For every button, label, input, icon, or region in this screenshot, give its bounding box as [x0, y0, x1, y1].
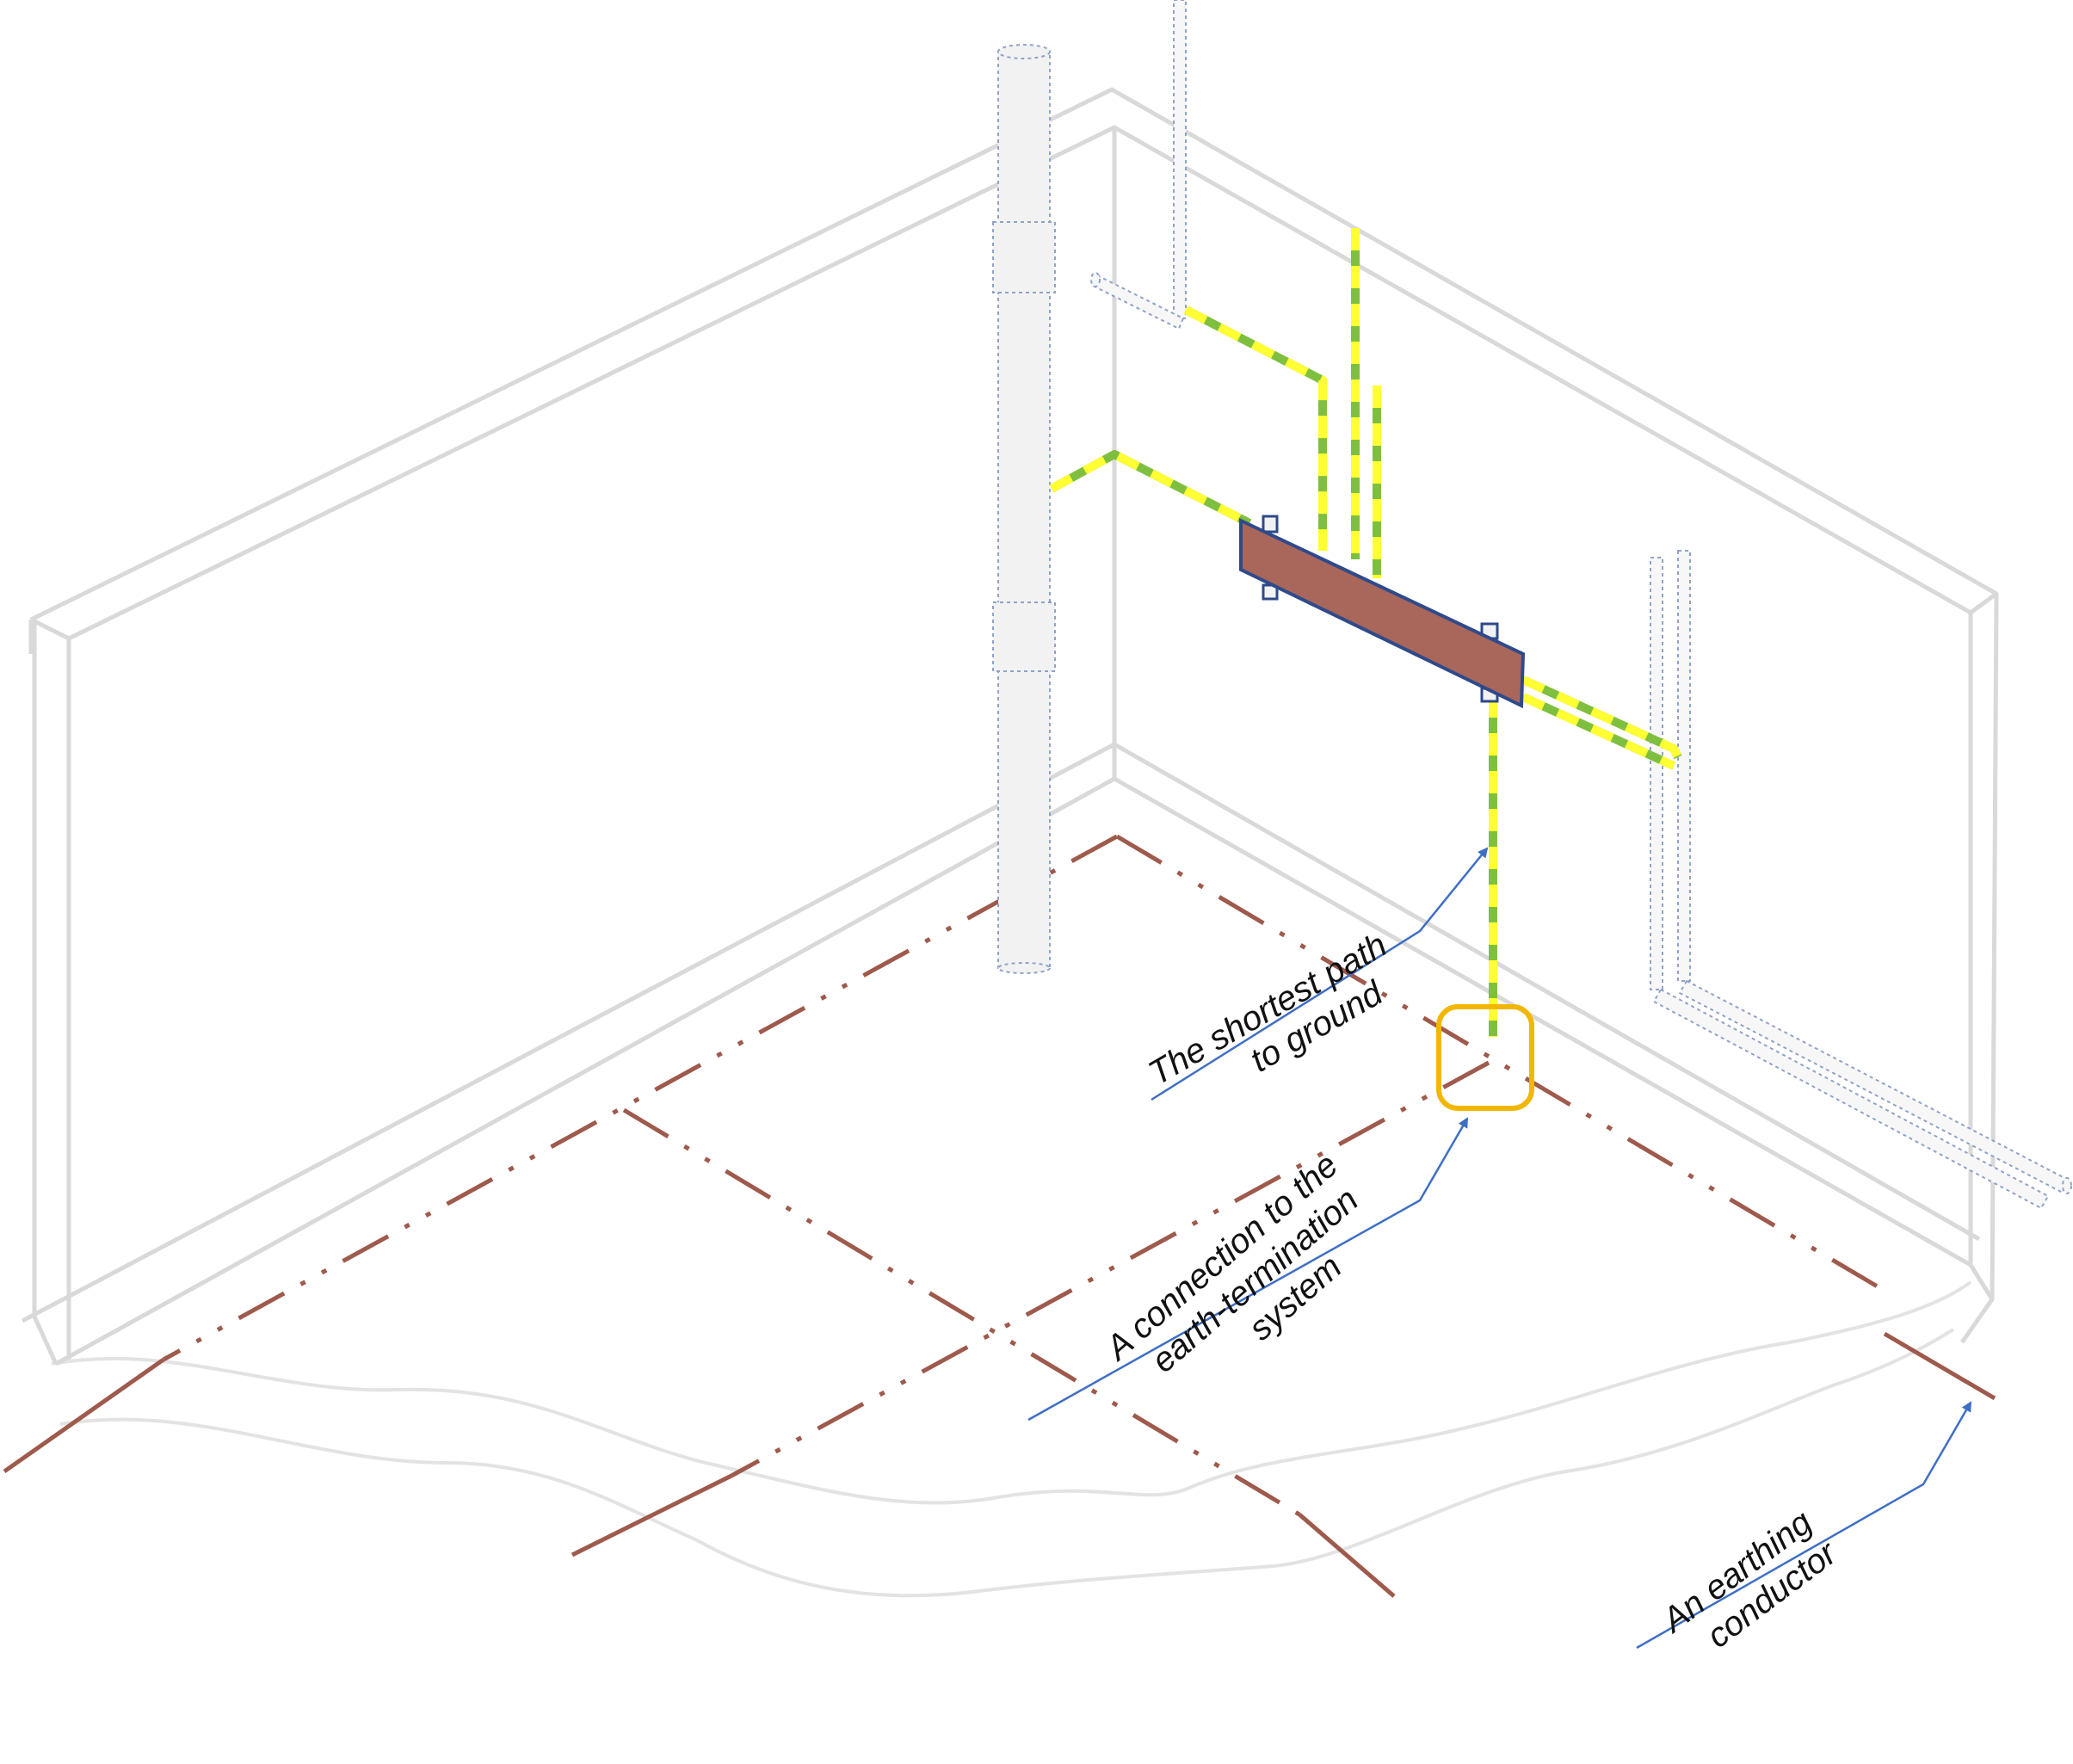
- earth-termination-grid: [3, 834, 1996, 1598]
- connection-highlight-box: [1436, 1004, 1534, 1111]
- label-earthing-conductor: An earthing conductor: [1654, 1503, 1844, 1656]
- label-connection: A connection to the earth-termination sy…: [1098, 1146, 1366, 1380]
- callout-connection-line: [1027, 1117, 1469, 1422]
- protective-conductors: [1049, 228, 1682, 1037]
- ground-surface: [51, 1280, 1972, 1598]
- earth-electrode-back-right: [1115, 834, 1886, 1293]
- earth-electrode-back-left: [162, 834, 1119, 1362]
- earth-electrode-end-middle: [571, 1473, 733, 1557]
- label-shortest-path: The shortest path to ground: [1143, 926, 1394, 1093]
- earth-electrode-cross: [622, 1107, 1301, 1517]
- earth-electrode-end-cross: [1298, 1513, 1396, 1598]
- earthing-conductor-segment: [1883, 1331, 1996, 1401]
- main-earthing-bar: [1239, 515, 1526, 709]
- right-pipes: [1650, 550, 2072, 1210]
- earth-electrode-end-left: [3, 1357, 165, 1474]
- callout-lines: [1027, 847, 1972, 1650]
- callout-earthing-conductor-line: [1636, 1401, 1972, 1650]
- main-pipe: [992, 44, 1056, 974]
- small-pipe-top: [1090, 0, 1187, 330]
- callout-shortest-path-line: [1151, 847, 1489, 1101]
- earth-electrode-middle: [730, 1060, 1490, 1478]
